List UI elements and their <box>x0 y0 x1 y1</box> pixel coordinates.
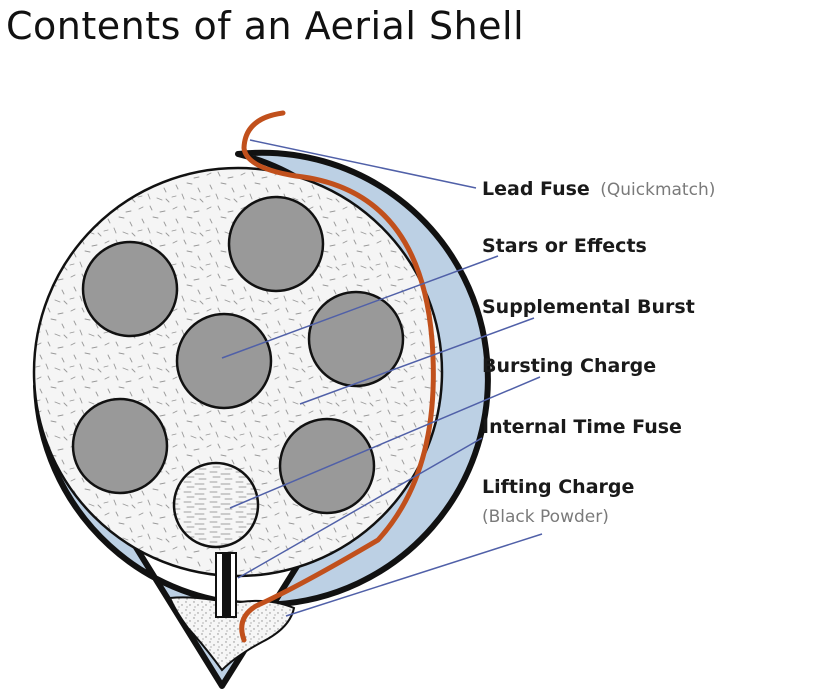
label-internal-time-fuse: Internal Time Fuse <box>482 416 682 438</box>
lead-fuse <box>239 110 436 643</box>
bursting-charge-ball <box>172 461 260 549</box>
leader-line-supplemental <box>299 317 535 405</box>
leader-lines <box>221 139 543 617</box>
label-lifting-charge-note: (Black Powder) <box>482 507 609 527</box>
star <box>81 240 179 338</box>
label-bursting-charge: Bursting Charge <box>482 355 656 377</box>
leader-line-stars <box>221 255 499 359</box>
leader-line-time-fuse <box>237 437 483 579</box>
label-stars: Stars or Effects <box>482 235 647 257</box>
leader-line-lifting <box>285 533 543 617</box>
page-title: Contents of an Aerial Shell <box>6 4 525 48</box>
stars-group <box>71 195 405 515</box>
leader-line-lead-fuse <box>249 139 477 189</box>
label-lifting-charge: Lifting Charge <box>482 476 634 498</box>
star <box>71 397 169 495</box>
star <box>278 417 376 515</box>
star <box>175 312 273 410</box>
star <box>227 195 325 293</box>
leader-line-bursting <box>229 376 541 509</box>
label-lead-fuse: Lead Fuse (Quickmatch) <box>482 178 715 200</box>
star <box>307 290 405 388</box>
label-supplemental-burst: Supplemental Burst <box>482 296 695 318</box>
